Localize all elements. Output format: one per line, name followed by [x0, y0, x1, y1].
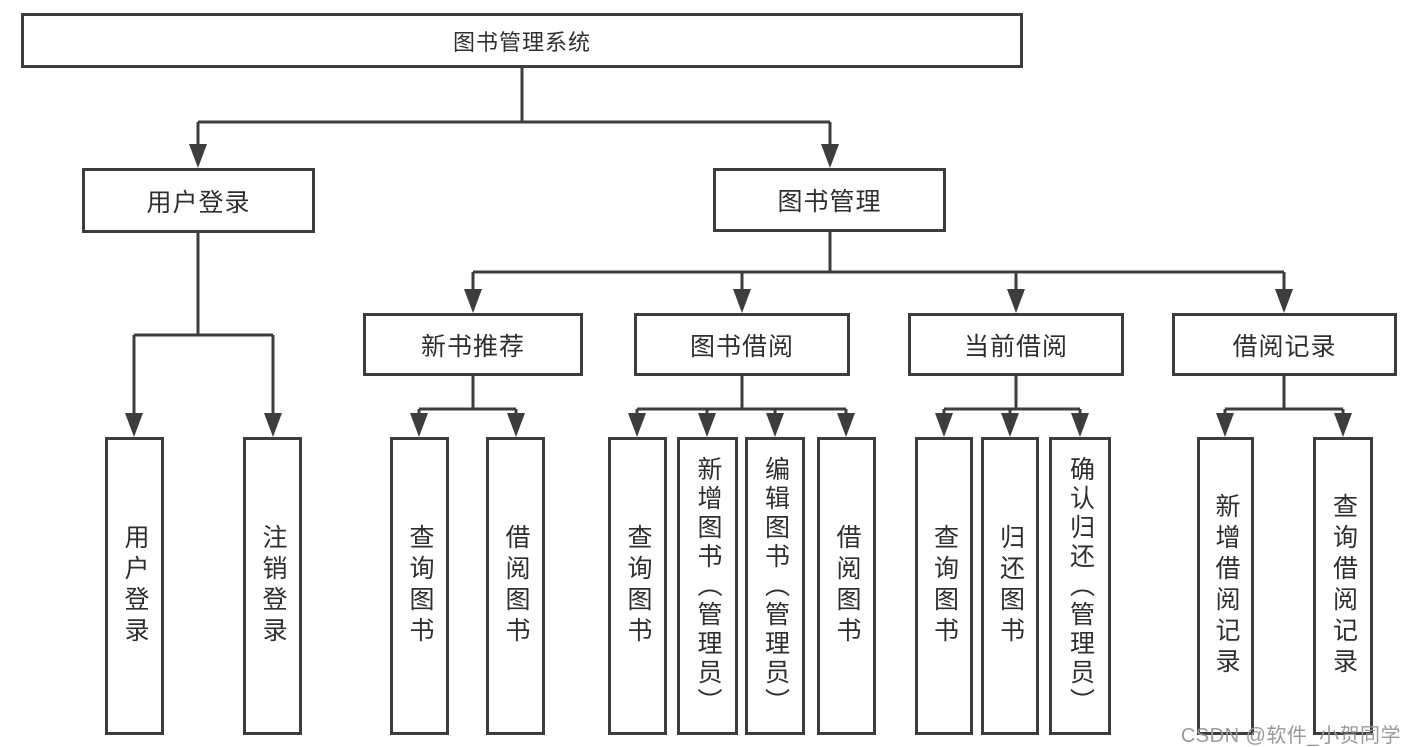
node-borrow-books-recommend: 借阅图书 [486, 437, 545, 735]
node-library-management-system: 图书管理系统 [21, 13, 1023, 68]
node-query-borrow-record: 查询借阅记录 [1313, 437, 1373, 735]
node-confirm-return-admin: 确认归还（管理员） [1049, 437, 1111, 735]
node-label: 图书管理系统 [452, 29, 591, 55]
node-label: 图书借阅 [689, 332, 794, 361]
node-label: 查询借阅记录 [1329, 493, 1358, 679]
node-current-borrow: 当前借阅 [908, 313, 1124, 376]
node-label: 新书推荐 [420, 332, 525, 361]
node-logout-login: 注销登录 [243, 437, 302, 735]
node-book-borrow: 图书借阅 [634, 313, 850, 376]
node-return-books: 归还图书 [981, 437, 1039, 735]
node-user-login-action: 用户登录 [105, 437, 164, 735]
watermark-text: CSDN @软件_小贺同学 [1180, 725, 1401, 747]
node-label: 新增图书（管理员） [694, 455, 722, 717]
node-query-books-borrow: 查询图书 [608, 437, 667, 735]
node-add-borrow-record: 新增借阅记录 [1197, 437, 1254, 735]
node-borrow-records: 借阅记录 [1172, 313, 1397, 376]
node-label: 借阅图书 [833, 524, 861, 648]
node-label: 注销登录 [259, 524, 287, 648]
node-label: 查询图书 [930, 524, 959, 648]
node-label: 查询图书 [406, 524, 434, 648]
node-label: 用户登录 [121, 524, 149, 648]
node-label: 新增借阅记录 [1212, 493, 1240, 679]
node-label: 借阅记录 [1232, 332, 1337, 361]
node-label: 图书管理 [777, 188, 882, 216]
node-label: 用户登录 [146, 188, 251, 217]
node-label: 确认归还（管理员） [1066, 455, 1095, 717]
node-label: 借阅图书 [502, 524, 530, 648]
node-label: 编辑图书（管理员） [761, 455, 790, 717]
node-query-books-current: 查询图书 [915, 437, 973, 735]
node-query-books-recommend: 查询图书 [390, 437, 449, 735]
node-book-management: 图书管理 [713, 168, 946, 232]
node-label: 查询图书 [624, 524, 652, 648]
node-edit-books-admin: 编辑图书（管理员） [745, 437, 805, 735]
node-label: 归还图书 [996, 524, 1025, 648]
node-borrow-books: 借阅图书 [817, 437, 876, 735]
node-label: 当前借阅 [963, 332, 1068, 361]
node-new-book-recommend: 新书推荐 [363, 313, 583, 376]
node-add-books-admin: 新增图书（管理员） [677, 437, 738, 735]
node-user-login: 用户登录 [82, 168, 315, 233]
